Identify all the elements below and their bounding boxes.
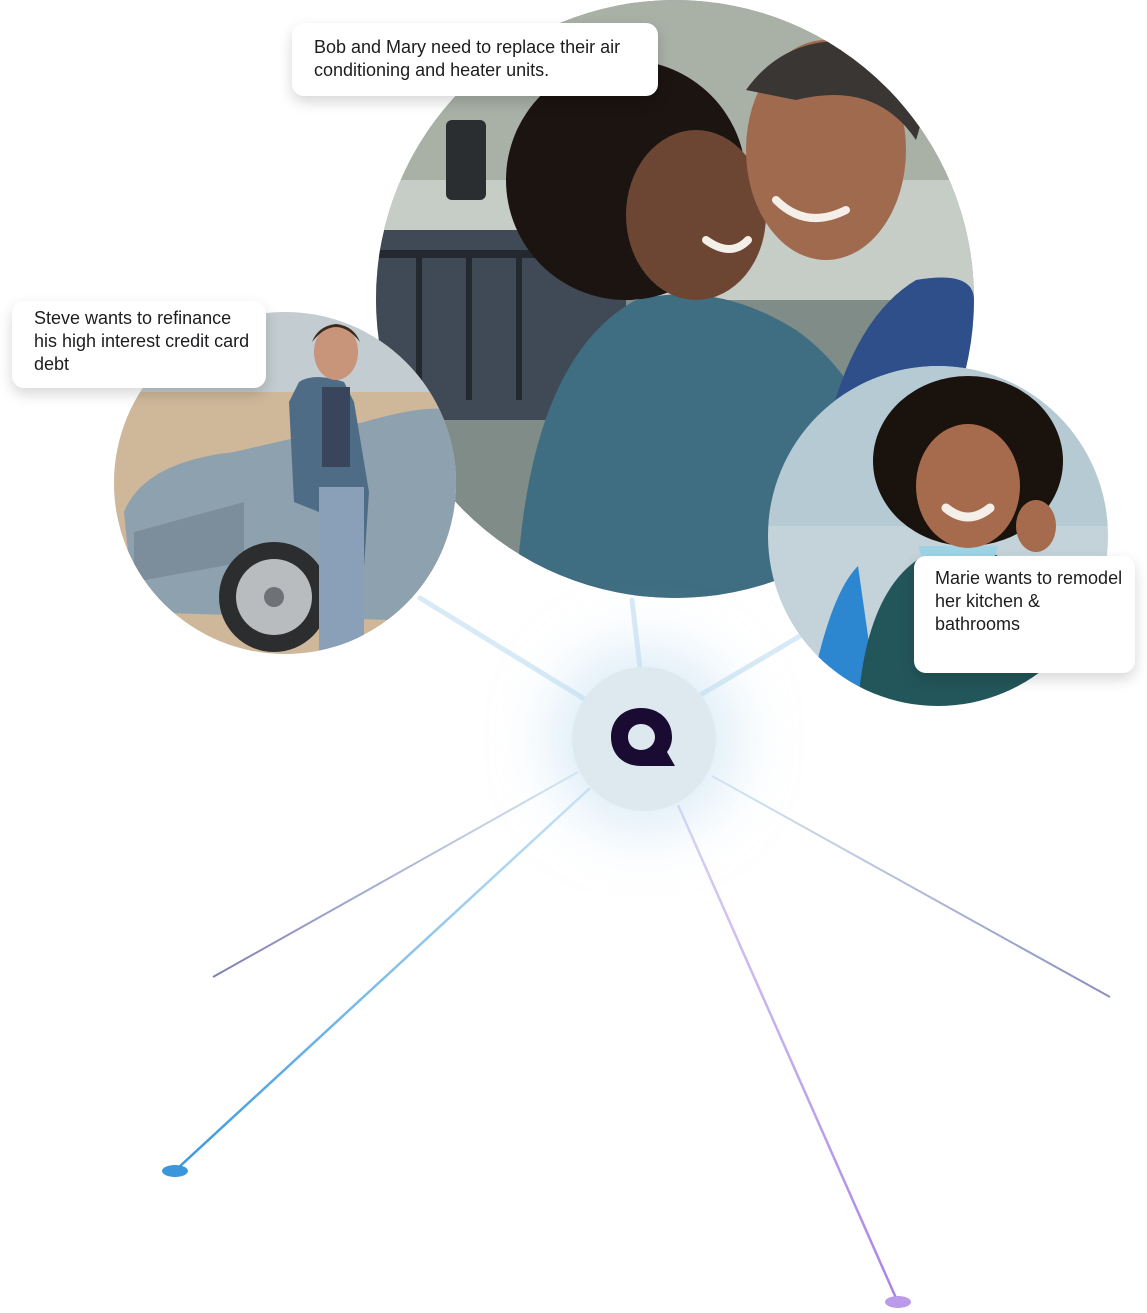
line-blue [177,787,591,1169]
line-left [212,771,579,978]
caption-card-marie: Marie wants to remodel her kitchen & bat… [914,556,1135,673]
caption-marie-text: Marie wants to remodel her kitchen & bat… [935,568,1123,634]
line-to-steve [417,595,589,703]
caption-card-steve: Steve wants to refinance his high intere… [12,301,266,388]
line-to-couple [629,597,643,671]
caption-steve-text: Steve wants to refinance his high intere… [34,308,250,374]
line-right [711,775,1111,998]
line-to-marie [699,633,803,697]
man-with-car-photo [114,312,456,654]
endpoint-dot-purple [885,1296,911,1308]
line-purple [676,804,898,1299]
brand-logo-icon [611,708,675,766]
endpoint-dot-blue [162,1165,188,1177]
caption-couple-text: Bob and Mary need to replace their air c… [314,37,621,80]
caption-card-couple: Bob and Mary need to replace their air c… [292,23,658,96]
man-with-car-photo-image [114,312,456,654]
hub-circle [572,667,716,811]
